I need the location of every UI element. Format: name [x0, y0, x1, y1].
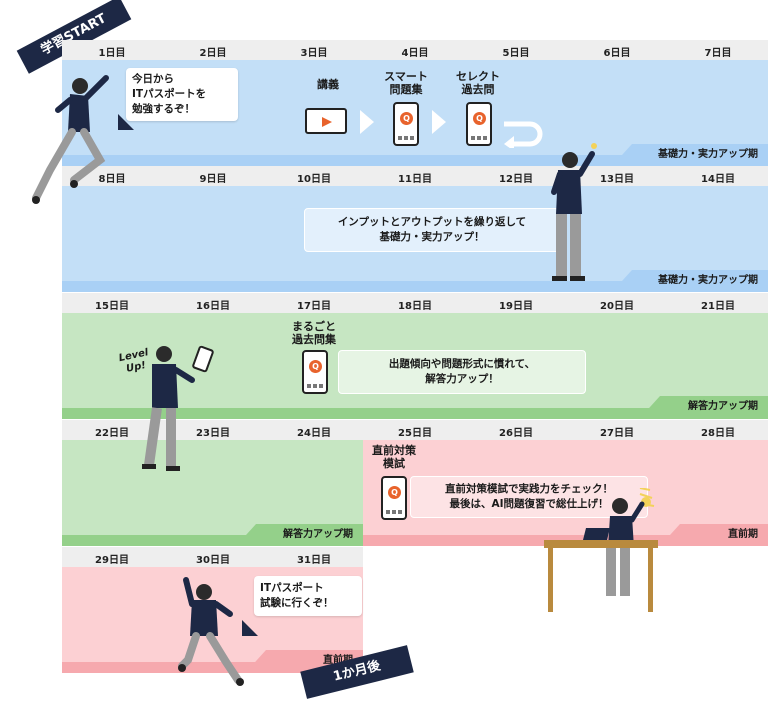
day-header-week-3: 15日目 16日目 17日目 18日目 19日目 20日目 21日目: [62, 293, 768, 313]
day-label: 25日目: [398, 428, 432, 439]
student-tablet-illustration: [142, 345, 214, 471]
day-header-week-2: 8日目 9日目 10日目 11日目 12日目 13日目 14日目: [62, 166, 768, 186]
day-label: 4日目: [401, 48, 429, 59]
day-label: 1日目: [98, 48, 126, 59]
day-label: 31日目: [297, 555, 331, 566]
day-label: 13日目: [600, 174, 634, 185]
day-label: 20日目: [600, 301, 634, 312]
select-label: セレクト 過去問: [456, 70, 500, 96]
q-logo-icon: Q: [473, 112, 486, 125]
week-4-note: 直前対策模試で実践力をチェック！ 最後は、AI問題復習で総仕上げ！: [410, 476, 648, 518]
smart-app-phone-icon: Q: [393, 102, 419, 146]
marugoto-label: まるごと 過去問集: [292, 320, 336, 346]
day-label: 15日目: [95, 301, 129, 312]
day-label: 29日目: [95, 555, 129, 566]
day-label: 8日目: [98, 174, 126, 185]
week-1-stripe: [62, 155, 768, 166]
day-label: 9日目: [199, 174, 227, 185]
marugoto-app-phone-icon: Q: [302, 350, 328, 394]
day-label: 11日目: [398, 174, 432, 185]
student-celebrating-illustration: [178, 577, 244, 686]
phase-tab-answer-1: 解答力アップ期: [640, 396, 768, 418]
phase-tab-basic-1: 基礎力・実力アップ期: [612, 144, 768, 166]
start-speech-bubble: 今日から ITパスポートを 勉強するぞ！: [126, 68, 238, 121]
day-label: 19日目: [499, 301, 533, 312]
day-label: 22日目: [95, 428, 129, 439]
week-3-stripe: [62, 408, 768, 419]
phase-tab-final-1: 直前期: [660, 524, 768, 546]
day-label: 16日目: [196, 301, 230, 312]
student-desk-laptop-illustration: [544, 488, 658, 612]
day-label: 17日目: [297, 301, 331, 312]
day-label: 10日目: [297, 174, 331, 185]
day-label: 6日目: [603, 48, 631, 59]
week-4-green-stripe: [62, 535, 363, 546]
day-label: 26日目: [499, 428, 533, 439]
week-2-note: インプットとアウトプットを繰り返して 基礎力・実力アップ！: [304, 208, 560, 252]
day-label: 14日目: [701, 174, 735, 185]
arrow-right-icon: [360, 110, 374, 134]
day-header-week-4: 22日目 23日目 24日目 25日目 26日目 27日目 28日目: [62, 420, 768, 440]
day-label: 30日目: [196, 555, 230, 566]
mock-label: 直前対策 模試: [372, 444, 416, 470]
exam-speech-bubble: ITパスポート 試験に行くぞ！: [254, 576, 362, 616]
smart-label: スマート 問題集: [384, 70, 428, 96]
day-label: 21日目: [701, 301, 735, 312]
mock-exam-phone-icon: Q: [381, 476, 407, 520]
day-label: 18日目: [398, 301, 432, 312]
day-label: 2日目: [199, 48, 227, 59]
day-header-week-1: 1日目 2日目 3日目 4日目 5日目 6日目 7日目: [62, 40, 768, 60]
q-logo-icon: Q: [309, 360, 322, 373]
day-label: 23日目: [196, 428, 230, 439]
day-label: 12日目: [499, 174, 533, 185]
week-5-stripe: [62, 662, 363, 673]
lecture-label: 講義: [317, 78, 339, 91]
week-2-stripe: [62, 281, 768, 292]
day-label: 24日目: [297, 428, 331, 439]
phase-tab-basic-2: 基礎力・実力アップ期: [612, 270, 768, 292]
day-label: 28日目: [701, 428, 735, 439]
select-app-phone-icon: Q: [466, 102, 492, 146]
day-label: 7日目: [704, 48, 732, 59]
lecture-video-icon: [305, 108, 347, 134]
day-label: 3日目: [300, 48, 328, 59]
repeat-arrow-icon: [504, 121, 543, 148]
day-label: 5日目: [502, 48, 530, 59]
student-jumping-illustration: [32, 75, 109, 204]
student-cheering-illustration: [551, 143, 597, 281]
q-logo-icon: Q: [388, 486, 401, 499]
day-label: 27日目: [600, 428, 634, 439]
week-3-note: 出題傾向や問題形式に慣れて、 解答力アップ！: [338, 350, 586, 394]
q-logo-icon: Q: [400, 112, 413, 125]
arrow-right-icon: [432, 110, 446, 134]
day-header-week-5: 29日目 30日目 31日目: [62, 547, 363, 567]
phase-tab-answer-2: 解答力アップ期: [236, 524, 363, 546]
